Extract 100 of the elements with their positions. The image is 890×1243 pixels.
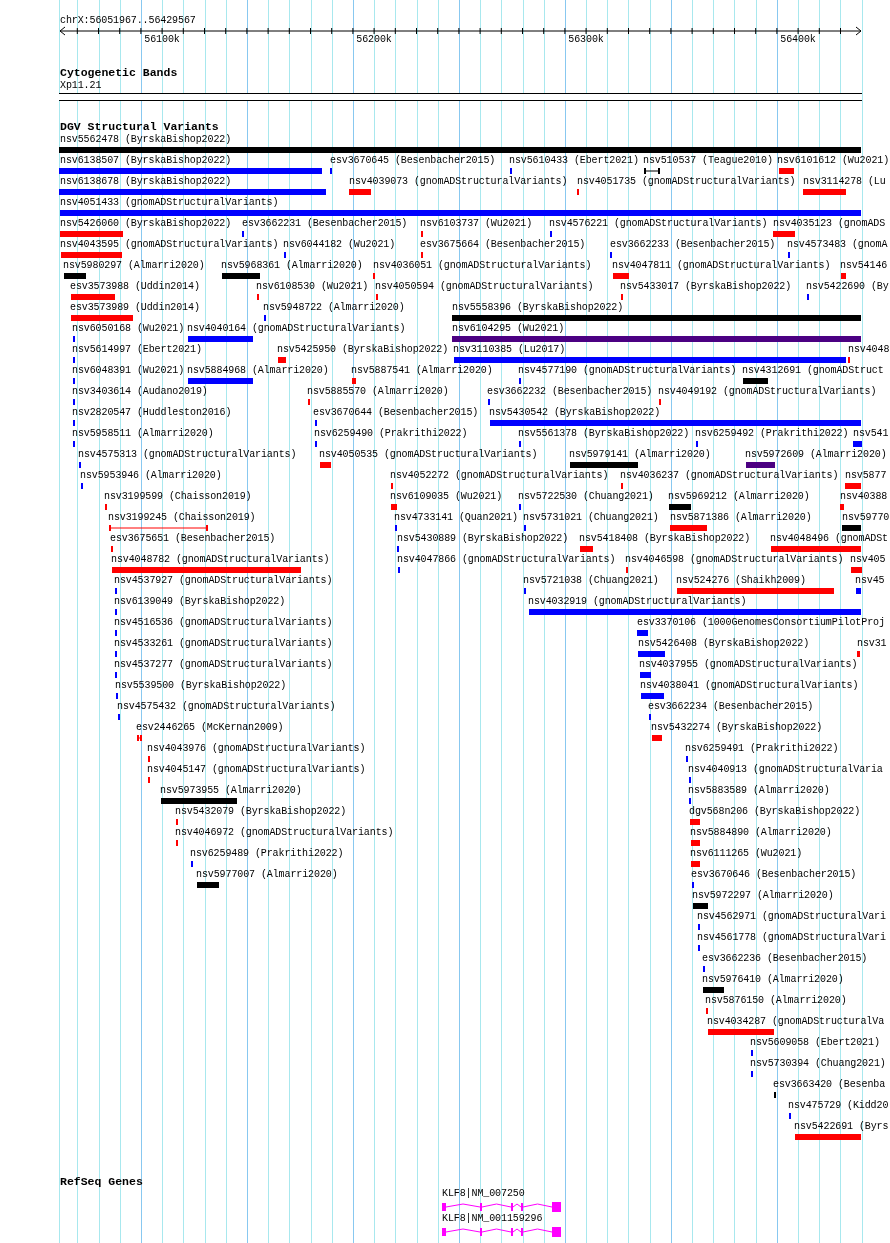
coordinate-range: chrX:56051967..56429567 — [60, 15, 196, 27]
variant-label: nsv5969212 (Almarri2020) — [668, 491, 810, 503]
variant-label: nsv4050535 (gnomADStructuralVariants) — [319, 449, 538, 461]
variant-label: nsv5871386 (Almarri2020) — [670, 512, 812, 524]
variant-label: esv3662231 (Besenbacher2015) — [242, 218, 408, 230]
gene-label: KLF8|NM_007250 — [442, 1188, 525, 1200]
variant-label: esv3662236 (Besenbacher2015) — [702, 953, 868, 965]
variant-label: nsv5432274 (ByrskaBishop2022) — [651, 722, 823, 734]
variant-label: esv3670644 (Besenbacher2015) — [313, 407, 479, 419]
variant-label: nsv524276 (Shaikh2009) — [676, 575, 806, 587]
variant-label: nsv4040913 (gnomADStructuralVaria — [688, 764, 883, 776]
variant-label: esv3675664 (Besenbacher2015) — [420, 239, 586, 251]
variant-label: nsv4049192 (gnomADStructuralVariants) — [658, 386, 877, 398]
variant-label: nsv6259490 (Prakrithi2022) — [314, 428, 468, 440]
variant-label: nsv5876150 (Almarri2020) — [705, 995, 847, 1007]
variant-label: esv3675651 (Besenbacher2015) — [110, 533, 276, 545]
variant-label: nsv4046598 (gnomADStructuralVariants) — [625, 554, 844, 566]
variant-label: nsv4577190 (gnomADStructuralVariants) — [518, 365, 737, 377]
variant-label: nsv4048 — [848, 344, 890, 356]
variant-label: nsv2820547 (Huddleston2016) — [72, 407, 232, 419]
variant-label: nsv6044182 (Wu2021) — [283, 239, 396, 251]
variant-label: nsv4039073 (gnomADStructuralVariants) — [349, 176, 568, 188]
variant-label: nsv5730394 (Chuang2021) — [750, 1058, 886, 1070]
variant-label: nsv4575432 (gnomADStructuralVariants) — [117, 701, 336, 713]
variant-label: nsv4051433 (gnomADStructuralVariants) — [60, 197, 279, 209]
track-title: Cytogenetic Bands — [60, 67, 178, 79]
variant-label: nsv3114278 (Lu — [803, 176, 886, 188]
variant-label: nsv5883589 (Almarri2020) — [688, 785, 830, 797]
variant-label: nsv6101612 (Wu2021) — [777, 155, 890, 167]
variant-label: esv3573989 (Uddin2014) — [70, 302, 200, 314]
track-title: RefSeq Genes — [60, 1176, 143, 1188]
variant-label: nsv5885570 (Almarri2020) — [307, 386, 449, 398]
variant-label: nsv6138678 (ByrskaBishop2022) — [60, 176, 232, 188]
variant-label: nsv541 — [853, 428, 889, 440]
variant-label: nsv6138507 (ByrskaBishop2022) — [60, 155, 232, 167]
variant-label: nsv6259491 (Prakrithi2022) — [685, 743, 839, 755]
variant-label: nsv6111265 (Wu2021) — [690, 848, 803, 860]
variant-label: nsv5968361 (Almarri2020) — [221, 260, 363, 272]
track-title: DGV Structural Variants — [60, 121, 219, 133]
variant-label: nsv4047811 (gnomADStructuralVariants) — [612, 260, 831, 272]
variant-label: nsv5973955 (Almarri2020) — [160, 785, 302, 797]
variant-label: nsv6103737 (Wu2021) — [420, 218, 533, 230]
variant-label: nsv31 — [857, 638, 887, 650]
variant-label: nsv6259489 (Prakrithi2022) — [190, 848, 344, 860]
variant-label: nsv4047866 (gnomADStructuralVariants) — [397, 554, 616, 566]
variant-label: nsv4036237 (gnomADStructuralVariants) — [620, 470, 839, 482]
variant-label: nsv4037955 (gnomADStructuralVariants) — [639, 659, 858, 671]
variant-label: nsv5979141 (Almarri2020) — [569, 449, 711, 461]
variant-label: nsv5887541 (Almarri2020) — [351, 365, 493, 377]
band-label: Xp11.21 — [60, 80, 102, 92]
variant-label: nsv6108530 (Wu2021) — [256, 281, 369, 293]
variant-label: nsv4032919 (gnomADStructuralVariants) — [528, 596, 747, 608]
variant-label: nsv475729 (Kidd20 — [788, 1100, 889, 1112]
variant-label: nsv5731021 (Chuang2021) — [523, 512, 659, 524]
variant-label: nsv4561778 (gnomADStructuralVari — [697, 932, 886, 944]
variant-label: nsv5430542 (ByrskaBishop2022) — [489, 407, 661, 419]
axis-tick-label: 56200k — [356, 34, 392, 46]
variant-label: nsv5539500 (ByrskaBishop2022) — [115, 680, 287, 692]
variant-label: nsv4043976 (gnomADStructuralVariants) — [147, 743, 366, 755]
variant-label: nsv4050594 (gnomADStructuralVariants) — [375, 281, 594, 293]
variant-label: nsv54146 — [840, 260, 888, 272]
variant-label: nsv510537 (Teague2010) — [643, 155, 773, 167]
variant-label: nsv5722530 (Chuang2021) — [518, 491, 654, 503]
variant-label: nsv3199599 (Chaisson2019) — [104, 491, 252, 503]
variant-label: nsv59770 — [842, 512, 890, 524]
variant-label: esv3662234 (Besenbacher2015) — [648, 701, 814, 713]
variant-label: esv3573988 (Uddin2014) — [70, 281, 200, 293]
variant-label: nsv5610433 (Ebert2021) — [509, 155, 639, 167]
variant-label: nsv5426060 (ByrskaBishop2022) — [60, 218, 232, 230]
variant-label: nsv5877 — [845, 470, 887, 482]
variant-label: nsv5972297 (Almarri2020) — [692, 890, 834, 902]
variant-label: nsv3199245 (Chaisson2019) — [108, 512, 256, 524]
variant-label: nsv6139049 (ByrskaBishop2022) — [114, 596, 286, 608]
variant-label: nsv4537927 (gnomADStructuralVariants) — [114, 575, 333, 587]
variant-label: nsv5561378 (ByrskaBishop2022) — [518, 428, 690, 440]
variant-label: esv3370106 (1000GenomesConsortiumPilotProj — [637, 617, 885, 629]
variant-label: nsv4312691 (gnomADStruct — [742, 365, 884, 377]
variant-label: nsv405 — [850, 554, 886, 566]
variant-label: nsv5432079 (ByrskaBishop2022) — [175, 806, 347, 818]
variant-label: esv3662232 (Besenbacher2015) — [487, 386, 653, 398]
variant-label: nsv4034287 (gnomADStructuralVa — [707, 1016, 885, 1028]
variant-label: nsv5562478 (ByrskaBishop2022) — [60, 134, 232, 146]
variant-label: nsv4038041 (gnomADStructuralVariants) — [640, 680, 859, 692]
variant-label: nsv5884968 (Almarri2020) — [187, 365, 329, 377]
variant-label: nsv4048782 (gnomADStructuralVariants) — [111, 554, 330, 566]
variant-label: nsv4576221 (gnomADStructuralVariants) — [549, 218, 768, 230]
variant-label: nsv4040164 (gnomADStructuralVariants) — [187, 323, 406, 335]
variant-label: nsv5425950 (ByrskaBishop2022) — [277, 344, 449, 356]
variant-label: nsv4537277 (gnomADStructuralVariants) — [114, 659, 333, 671]
variant-label: nsv3110385 (Lu2017) — [453, 344, 566, 356]
axis-tick-label: 56400k — [780, 34, 816, 46]
variant-label: nsv6104295 (Wu2021) — [452, 323, 565, 335]
variant-label: esv3662233 (Besenbacher2015) — [610, 239, 776, 251]
variant-label: nsv4575313 (gnomADStructuralVariants) — [78, 449, 297, 461]
variant-label: nsv4043595 (gnomADStructuralVariants) — [60, 239, 279, 251]
variant-label: nsv5614997 (Ebert2021) — [72, 344, 202, 356]
variant-label: nsv4562971 (gnomADStructuralVari — [697, 911, 886, 923]
variant-label: dgv568n206 (ByrskaBishop2022) — [689, 806, 861, 818]
variant-label: nsv5426408 (ByrskaBishop2022) — [638, 638, 810, 650]
variant-label: nsv5609058 (Ebert2021) — [750, 1037, 880, 1049]
